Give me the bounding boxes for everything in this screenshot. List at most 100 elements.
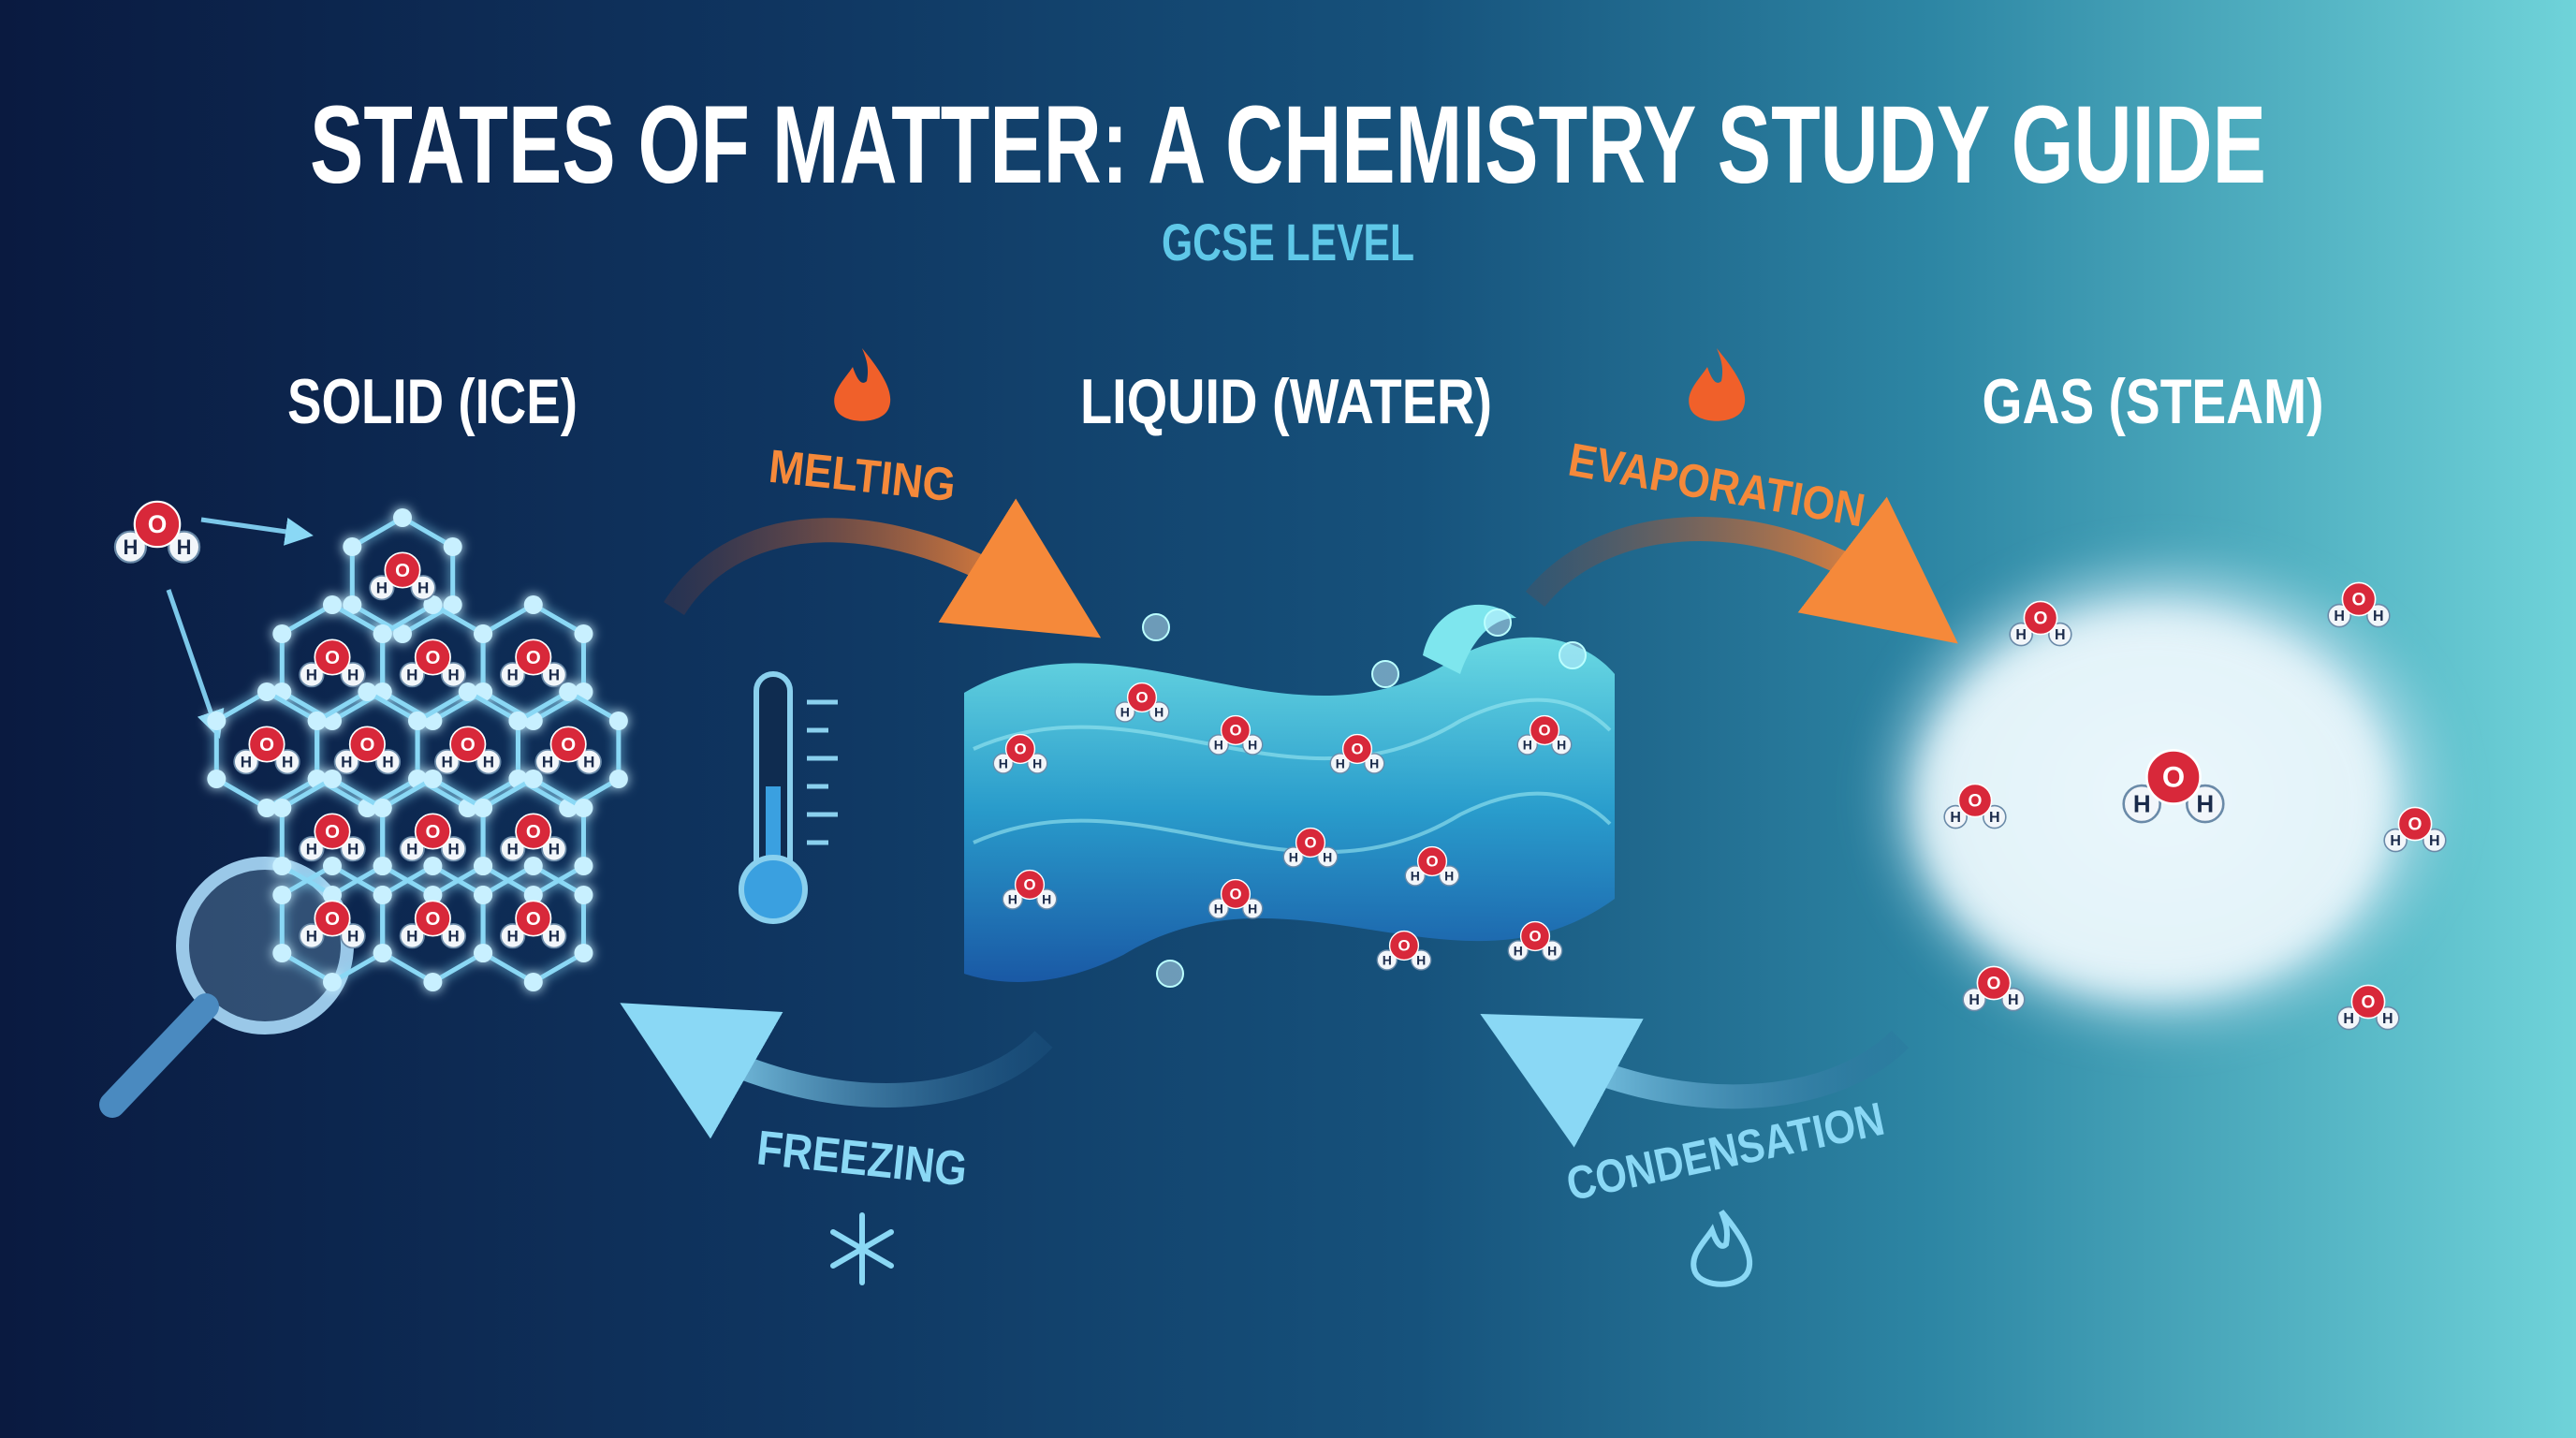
svg-text:H: H: [549, 841, 560, 858]
water-molecule: H HO: [299, 638, 366, 688]
svg-text:O: O: [259, 735, 274, 756]
bubble: [1559, 641, 1587, 669]
svg-text:O: O: [461, 735, 476, 756]
svg-text:H: H: [406, 667, 417, 684]
water-wave: [964, 604, 1615, 982]
svg-text:O: O: [1351, 741, 1363, 758]
svg-text:H: H: [417, 580, 429, 597]
svg-text:H: H: [306, 841, 317, 858]
svg-text:O: O: [425, 822, 440, 843]
svg-text:H: H: [1214, 737, 1223, 752]
svg-text:H: H: [1547, 943, 1557, 958]
svg-text:H: H: [1154, 704, 1164, 719]
svg-text:H: H: [583, 754, 594, 771]
svg-text:O: O: [325, 909, 340, 930]
svg-text:H: H: [1950, 810, 1961, 826]
svg-text:H: H: [1514, 943, 1523, 958]
transition-label-condensation: CONDENSATION: [1562, 1093, 1889, 1211]
bubble: [1371, 660, 1399, 688]
svg-text:H: H: [341, 754, 352, 771]
svg-text:H: H: [1444, 868, 1454, 883]
bubble: [1156, 960, 1184, 988]
svg-text:H: H: [507, 841, 519, 858]
svg-text:O: O: [561, 735, 576, 756]
water-molecule: H HO: [1404, 845, 1460, 887]
lattice-grid: [207, 508, 628, 991]
svg-text:H: H: [507, 928, 519, 946]
svg-text:H: H: [382, 754, 393, 771]
svg-text:H: H: [2429, 833, 2440, 849]
svg-text:H: H: [306, 667, 317, 684]
svg-text:O: O: [1229, 722, 1241, 740]
svg-text:H: H: [2015, 627, 2027, 643]
svg-text:H: H: [1383, 952, 1392, 967]
svg-text:H: H: [1336, 756, 1345, 770]
svg-text:O: O: [1304, 834, 1316, 852]
svg-text:O: O: [1023, 876, 1035, 894]
svg-text:H: H: [549, 928, 560, 946]
svg-text:O: O: [2034, 609, 2048, 628]
svg-text:O: O: [359, 735, 374, 756]
bubble: [1142, 613, 1170, 641]
svg-text:O: O: [1014, 741, 1026, 758]
svg-text:H: H: [2196, 790, 2214, 818]
svg-text:H: H: [347, 667, 359, 684]
svg-text:H: H: [1369, 756, 1379, 770]
svg-text:O: O: [2408, 814, 2422, 834]
svg-text:O: O: [526, 648, 541, 668]
svg-text:O: O: [1398, 937, 1410, 955]
condensation-arrow: [1480, 1014, 1910, 1148]
water-molecule: H HO: [500, 813, 567, 862]
svg-text:O: O: [1529, 928, 1541, 946]
svg-text:H: H: [1289, 849, 1298, 864]
svg-text:H: H: [282, 754, 293, 771]
svg-text:H: H: [123, 536, 138, 559]
svg-text:H: H: [2373, 609, 2384, 624]
svg-text:H: H: [406, 841, 417, 858]
svg-text:H: H: [447, 841, 459, 858]
svg-text:H: H: [1557, 737, 1566, 752]
state-label-gas: GAS (STEAM): [1983, 366, 2324, 437]
svg-text:H: H: [1248, 901, 1257, 916]
svg-text:H: H: [241, 754, 252, 771]
svg-text:O: O: [1538, 722, 1550, 740]
svg-text:O: O: [526, 822, 541, 843]
svg-text:O: O: [1969, 791, 1983, 811]
svg-text:O: O: [395, 561, 410, 581]
water-molecule: H HO: [333, 726, 402, 775]
snowflake-icon: [830, 1212, 894, 1285]
water-molecule: H HO: [399, 813, 467, 862]
page-subtitle: GCSE LEVEL: [1162, 213, 1414, 271]
svg-text:H: H: [542, 754, 553, 771]
svg-text:H: H: [1120, 704, 1130, 719]
svg-text:H: H: [999, 756, 1008, 770]
svg-text:O: O: [2162, 760, 2185, 793]
svg-text:O: O: [2362, 992, 2376, 1012]
svg-text:O: O: [325, 648, 340, 668]
svg-text:H: H: [1411, 868, 1420, 883]
svg-text:H: H: [447, 928, 459, 946]
svg-text:H: H: [507, 667, 519, 684]
svg-text:H: H: [1032, 756, 1042, 770]
liquid-bubbles: [1142, 609, 1587, 988]
svg-text:H: H: [1042, 891, 1051, 906]
svg-text:O: O: [1426, 853, 1438, 871]
